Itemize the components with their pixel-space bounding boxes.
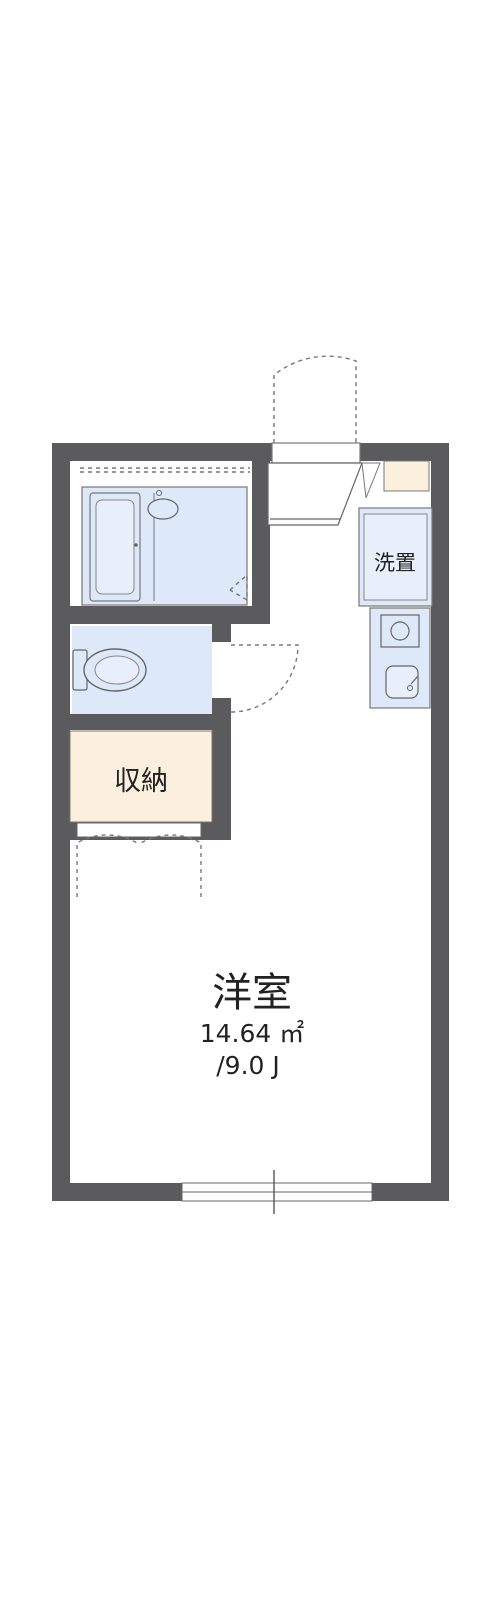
entrance-opening	[271, 442, 361, 464]
kitchen	[369, 607, 431, 709]
toilet-room	[72, 626, 212, 714]
toilet-seat	[94, 655, 140, 685]
storage-label: 収納	[114, 766, 168, 797]
storage-door-frame	[76, 822, 202, 838]
entrance-step	[267, 462, 363, 526]
burner-icon	[390, 621, 410, 641]
shoe-cabinet	[383, 460, 430, 492]
entrance-corner-marker	[361, 462, 381, 499]
main-room-tatami: /9.0 J	[216, 1051, 280, 1080]
laundry-inner	[363, 513, 428, 601]
partition-wall	[252, 461, 270, 616]
storage-floor	[69, 730, 213, 823]
sink-faucet-icon	[410, 675, 419, 685]
laundry-label: 洗置	[374, 551, 416, 575]
main-room-label: 洋室	[212, 970, 292, 1016]
partition-wall	[70, 606, 270, 624]
faucet-icon	[156, 490, 162, 496]
washbasin-icon	[147, 498, 179, 520]
bath-door-swing	[229, 573, 248, 602]
storage-door-swing	[140, 834, 202, 897]
storage-door-swing	[76, 834, 138, 897]
entrance-door-swing	[273, 355, 357, 443]
bathtub-inner	[95, 499, 135, 595]
main-room-area: 14.64 ㎡	[200, 1019, 305, 1048]
storage: 収納	[69, 730, 213, 823]
stove-icon	[380, 614, 420, 648]
bath-drain-icon	[134, 543, 138, 547]
toilet-door-opening	[212, 642, 231, 698]
partition-wall	[70, 714, 231, 730]
bathroom	[72, 463, 252, 606]
laundry-space: 洗置	[358, 507, 433, 607]
toilet-door-swing	[230, 644, 299, 713]
sink-drain-icon	[407, 685, 413, 691]
